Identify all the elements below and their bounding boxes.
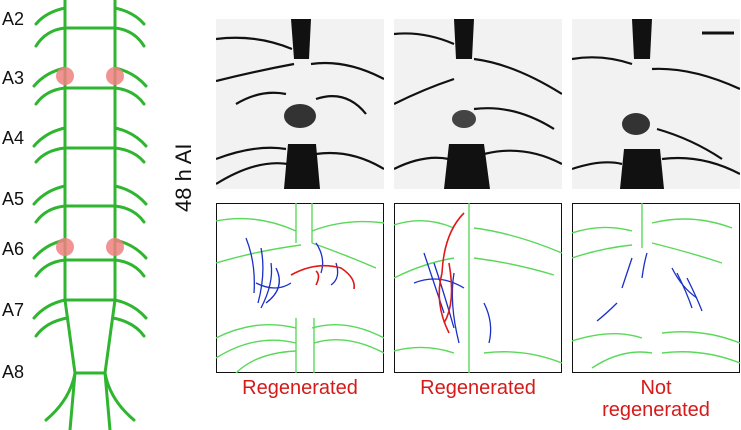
segment-label-a8: A8 bbox=[2, 362, 25, 382]
ablation-marker-a6-left bbox=[56, 238, 74, 256]
segment-label-a5: A5 bbox=[2, 189, 25, 209]
trace-panel-2 bbox=[394, 203, 562, 373]
ablation-markers bbox=[56, 67, 124, 256]
ablation-marker-a3-left bbox=[56, 67, 74, 85]
time-label: 48 h AI bbox=[171, 143, 196, 212]
segment-label-a7: A7 bbox=[2, 300, 25, 320]
micrograph-3 bbox=[572, 19, 740, 189]
outcome-label-3: Not regenerated bbox=[602, 377, 710, 421]
ablation-marker-a3-right bbox=[106, 67, 124, 85]
micrograph-2 bbox=[394, 19, 562, 189]
micrograph-1 bbox=[216, 19, 384, 189]
outcome-label-2: Regenerated bbox=[420, 377, 536, 399]
trace-panel-3 bbox=[572, 203, 740, 373]
segment-label-a3: A3 bbox=[2, 68, 25, 88]
trace-panel-1 bbox=[216, 203, 384, 373]
segment-label-a6: A6 bbox=[2, 239, 25, 259]
segment-label-a4: A4 bbox=[2, 128, 25, 148]
ablation-marker-a6-right bbox=[106, 238, 124, 256]
nerve-cord-schematic bbox=[32, 0, 148, 430]
outcome-label-1: Regenerated bbox=[242, 377, 358, 399]
segment-label-a2: A2 bbox=[2, 9, 25, 29]
